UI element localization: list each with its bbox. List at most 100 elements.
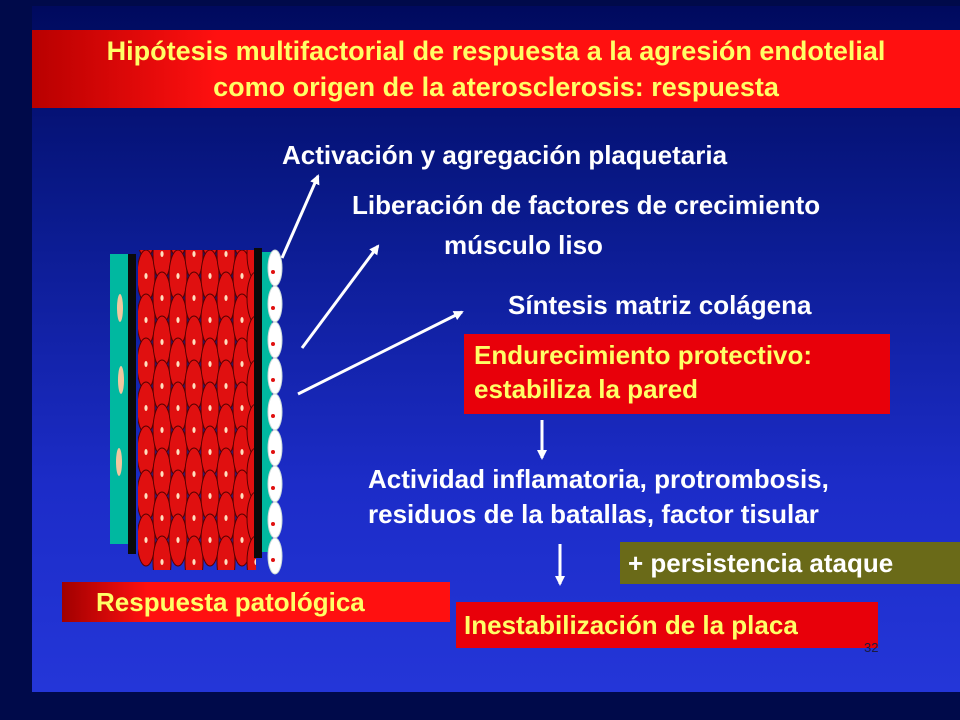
muscle-cell-nucleus [208, 273, 212, 279]
persistencia-box [620, 542, 960, 584]
endothelial-cell [267, 285, 283, 323]
muscle-cell-nucleus [144, 317, 148, 323]
muscle-cell-nucleus [224, 383, 228, 389]
endothelial-nucleus [271, 270, 275, 274]
endothelial-nucleus [271, 486, 275, 490]
muscle-cell-nucleus [144, 537, 148, 543]
muscle-cell-nucleus [144, 361, 148, 367]
muscle-cell-nucleus [176, 229, 179, 235]
muscle-cell-nucleus [192, 251, 196, 257]
muscle-cell-nucleus [176, 405, 180, 411]
muscle-cell-nucleus [224, 295, 228, 301]
endothelial-cell [267, 465, 283, 503]
muscle-cell [184, 535, 204, 570]
muscle-cell-nucleus [240, 405, 244, 411]
label-sintesis: Síntesis matriz colágena [508, 290, 812, 320]
muscle-cell-nucleus [176, 361, 180, 367]
muscle-cell-nucleus [176, 317, 180, 323]
muscle-cell-nucleus [160, 471, 164, 477]
label-patologica: Respuesta patológica [96, 587, 365, 617]
endothelial-cell [267, 429, 283, 467]
muscle-cell-nucleus [224, 559, 228, 565]
endothelial-nucleus [271, 522, 275, 526]
muscle-cell-nucleus [240, 317, 244, 323]
title-banner [32, 30, 960, 108]
endothelial-cell [267, 501, 283, 539]
muscle-cell-nucleus [240, 229, 243, 235]
muscle-cell-nucleus [192, 295, 196, 301]
muscle-cell-nucleus [144, 449, 148, 455]
muscle-cell-nucleus [160, 515, 164, 521]
muscle-cell-nucleus [192, 339, 196, 345]
left-layer-nuclei [116, 294, 124, 476]
arrow-liberacion [300, 244, 380, 349]
endurecimiento-box [464, 334, 890, 414]
muscle-cell [246, 535, 256, 570]
muscle-cell-nucleus [192, 471, 196, 477]
title-line-2: como origen de la aterosclerosis: respue… [213, 72, 779, 102]
arrow-activacion [280, 174, 320, 259]
muscle-cell-nucleus [192, 427, 196, 433]
muscle-cell [152, 535, 172, 570]
muscle-cell-nucleus [224, 515, 228, 521]
patologica-box [62, 582, 450, 622]
endothelial-cell [267, 537, 283, 575]
muscle-cell-nucleus [192, 515, 196, 521]
endothelial-cell [267, 321, 283, 359]
endothelial-nucleus [271, 450, 275, 454]
inestabilizacion-box [456, 602, 878, 648]
label-actividad-1: Actividad inflamatoria, protrombosis, [368, 464, 829, 494]
muscle-cell-nucleus [160, 383, 164, 389]
muscle-cell-nucleus [240, 537, 244, 543]
muscle-cell-nucleus [176, 273, 180, 279]
label-inestabilizacion: Inestabilización de la placa [464, 610, 798, 640]
muscle-cell-nucleus [208, 449, 212, 455]
muscle-cell-nucleus [254, 559, 256, 565]
muscle-cell-nucleus [176, 493, 180, 499]
endothelial-cell [267, 393, 283, 431]
muscle-cell-nucleus [224, 471, 228, 477]
elastic-lamina-left [128, 254, 136, 554]
label-actividad-2: residuos de la batallas, factor tisular [368, 499, 819, 529]
endothelial-nucleus [271, 414, 275, 418]
muscle-cell-nucleus [160, 251, 164, 257]
endothelial-cells [267, 249, 283, 575]
muscle-cell-nucleus [160, 427, 164, 433]
endothelial-nucleus [271, 378, 275, 382]
muscle-cell-nucleus [160, 339, 164, 345]
endothelial-nucleus [271, 342, 275, 346]
endothelial-nucleus [271, 306, 275, 310]
muscle-cell-nucleus [208, 317, 212, 323]
muscle-cell-nucleus [224, 339, 228, 345]
muscle-cell-nucleus [192, 383, 196, 389]
muscle-cell-nucleus [240, 493, 244, 499]
muscle-cell-nucleus [208, 229, 211, 235]
muscle-cell-nucleus [160, 559, 164, 565]
muscle-cell-nucleus [144, 405, 148, 411]
endothelial-nucleus [271, 558, 275, 562]
intima-layer-right [262, 252, 272, 552]
muscle-cell-nucleus [208, 493, 212, 499]
muscle-cell-nucleus [160, 295, 164, 301]
muscle-cell [246, 315, 256, 369]
muscle-cell-nucleus [224, 251, 228, 257]
muscle-cell-nucleus [240, 361, 244, 367]
muscle-cell-nucleus [208, 537, 212, 543]
arrow-sintesis [297, 310, 464, 396]
label-persistencia: + persistencia ataque [628, 548, 894, 578]
muscle-cell-nucleus [208, 405, 212, 411]
muscle-cell-nucleus [144, 493, 148, 499]
endothelial-cell [267, 249, 283, 287]
muscle-cell-nucleus [240, 273, 244, 279]
muscle-cell [246, 271, 256, 325]
muscle-cell [246, 403, 256, 457]
muscle-cell-nucleus [208, 361, 212, 367]
muscle-cell [246, 447, 256, 501]
muscle-cell-nucleus [224, 427, 228, 433]
label-liberacion-2: músculo liso [444, 230, 603, 260]
label-endurecimiento-1: Endurecimiento protectivo: [474, 340, 813, 370]
label-activacion: Activación y agregación plaquetaria [282, 140, 728, 170]
label-liberacion-1: Liberación de factores de crecimiento [352, 190, 821, 220]
muscle-cell-nucleus [176, 537, 180, 543]
slide-number: 32 [864, 640, 879, 655]
